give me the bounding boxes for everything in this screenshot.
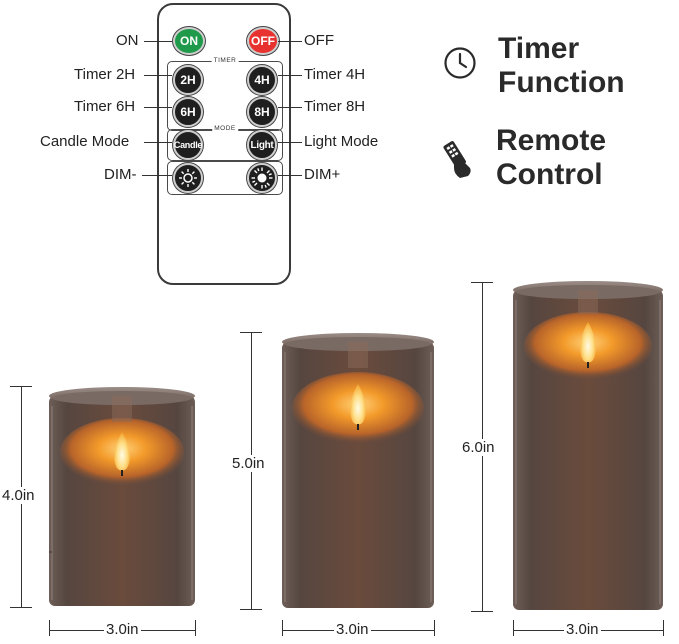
candle-large-height: 6.0in xyxy=(460,439,497,456)
timer-title-line2: Function xyxy=(498,66,625,99)
dim-hcap xyxy=(434,620,435,636)
leader-dim-minus xyxy=(142,175,172,176)
candle-mode-button-label: Candle xyxy=(173,140,203,150)
timer-6h-label: 6H xyxy=(180,105,196,119)
label-timer-2h: Timer 2H xyxy=(74,66,136,83)
dim-minus-button[interactable] xyxy=(173,163,203,193)
candle-small-width: 3.0in xyxy=(104,621,141,638)
label-timer-8h: Timer 8H xyxy=(304,98,366,115)
timer-function-title: Timer Function xyxy=(498,32,625,100)
on-button[interactable]: ON xyxy=(173,27,205,55)
candle-small xyxy=(49,387,195,606)
leader-dim-plus xyxy=(278,175,302,176)
remote-hand-icon xyxy=(443,141,471,178)
leader-candle-mode xyxy=(144,142,172,143)
label-timer-4h: Timer 4H xyxy=(304,66,366,83)
remote-control-title: Remote Control xyxy=(496,124,606,192)
label-on: ON xyxy=(116,32,139,49)
candle-medium xyxy=(282,333,434,608)
dim-plus-button[interactable] xyxy=(247,163,277,193)
candle-small-height: 4.0in xyxy=(0,487,37,504)
sun-bright-icon xyxy=(251,167,273,189)
sun-small-icon xyxy=(179,169,197,187)
remote-title-line2: Control xyxy=(496,158,603,191)
timer-2h-button[interactable]: 2H xyxy=(173,65,203,95)
dim-hcap xyxy=(513,620,514,636)
flame-icon xyxy=(350,384,366,425)
leader-light-mode xyxy=(278,142,302,143)
timer-group-label: TIMER xyxy=(211,57,239,64)
timer-4h-button[interactable]: 4H xyxy=(247,65,277,95)
off-button[interactable]: OFF xyxy=(247,27,279,55)
off-button-label: OFF xyxy=(251,34,275,48)
dim-cap xyxy=(240,609,262,610)
dim-group xyxy=(167,161,283,195)
leader-timer-6h xyxy=(144,107,172,108)
label-candle-mode: Candle Mode xyxy=(40,133,130,150)
leader-timer-8h xyxy=(278,107,302,108)
label-timer-6h: Timer 6H xyxy=(74,98,136,115)
mode-group-label: MODE xyxy=(212,125,238,132)
timer-title-line1: Timer xyxy=(498,32,580,65)
flame-icon xyxy=(114,432,130,471)
remote-control: ON OFF TIMER 2H 4H 6H 8H MODE Candle Lig… xyxy=(157,3,291,285)
mode-group: MODE xyxy=(167,125,283,161)
dim-hcap xyxy=(49,620,50,636)
light-mode-button-label: Light xyxy=(250,139,274,151)
timer-8h-button[interactable]: 8H xyxy=(247,97,277,127)
label-light-mode: Light Mode xyxy=(304,133,379,150)
timer-4h-label: 4H xyxy=(254,73,270,87)
candle-large-width: 3.0in xyxy=(564,621,601,638)
timer-6h-button[interactable]: 6H xyxy=(173,97,203,127)
leader-on xyxy=(144,41,172,42)
candle-mode-button[interactable]: Candle xyxy=(173,130,203,160)
label-dim-plus: DIM+ xyxy=(304,166,341,183)
candle-medium-width: 3.0in xyxy=(334,621,371,638)
timer-2h-label: 2H xyxy=(180,73,196,87)
light-mode-button[interactable]: Light xyxy=(247,130,277,160)
dim-hcap xyxy=(282,620,283,636)
timer-8h-label: 8H xyxy=(254,105,270,119)
label-dim-minus: DIM- xyxy=(104,166,137,183)
on-button-label: ON xyxy=(180,34,198,48)
flame-icon xyxy=(580,322,596,363)
remote-title-line1: Remote xyxy=(496,124,607,157)
dim-hcap xyxy=(195,620,196,636)
leader-timer-2h xyxy=(144,75,172,76)
dim-cap xyxy=(10,607,32,608)
candle-medium-height: 5.0in xyxy=(230,455,267,472)
dim-cap xyxy=(471,611,493,612)
leader-timer-4h xyxy=(278,75,302,76)
clock-icon xyxy=(444,47,476,79)
dim-hcap xyxy=(663,620,664,636)
candle-large xyxy=(513,281,663,610)
leader-off xyxy=(278,41,302,42)
label-off: OFF xyxy=(304,32,334,49)
